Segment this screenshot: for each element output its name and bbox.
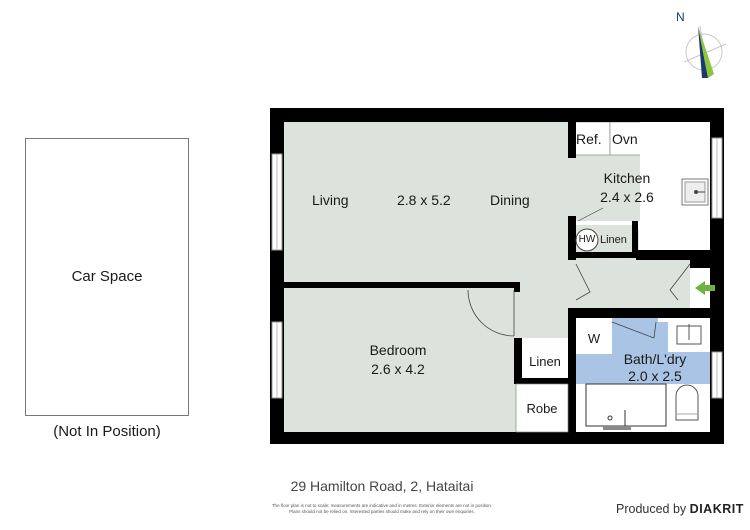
hall-linen-label: Linen [529,354,561,369]
kitchen-size: 2.4 x 2.6 [600,189,654,205]
car-space-label: Car Space [71,268,143,285]
living-dining-size: 2.8 x 5.2 [397,192,451,208]
hot-water-label: HW [578,234,596,245]
washer-label: W [587,331,601,346]
compass: N [672,8,728,78]
kitchen-label: Kitchen [603,170,651,186]
dining-label: Dining [490,192,530,208]
disclaimer-line-1: The floor plan is not to scale; measurem… [271,503,493,508]
bath-label: Bath/L'dry [623,351,687,367]
car-space-note: (Not In Position) [53,423,161,440]
car-space [25,138,189,416]
disclaimer-line-2: Plans should not be relied on. Intereste… [289,509,475,514]
robe-label: Robe [526,401,558,416]
produced-by: Produced by DIAKRIT [616,502,744,516]
bath-size: 2.0 x 2.5 [628,368,682,384]
bedroom-label: Bedroom [369,342,427,358]
brand-logo: DIAKRIT [689,502,744,516]
oven-label: Ovn [612,131,638,147]
living-label: Living [312,192,349,208]
address: 29 Hamilton Road, 2, Hataitai [290,478,474,494]
compass-north-label: N [676,10,685,24]
bedroom-size: 2.6 x 4.2 [371,361,425,377]
north-compass-icon [683,25,727,78]
kitchen-linen-label: Linen [600,234,627,246]
fridge-label: Ref. [576,131,602,147]
produced-by-text: Produced by [616,502,687,516]
